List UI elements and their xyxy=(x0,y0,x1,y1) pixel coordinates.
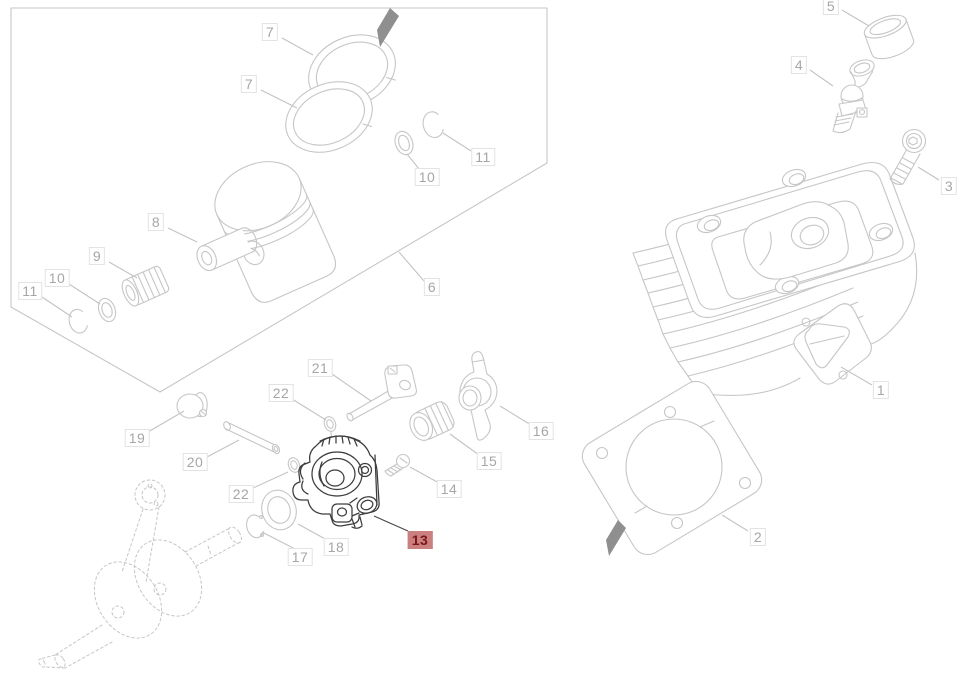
part-callout-21[interactable]: 21 xyxy=(307,359,333,377)
part-callout-17[interactable]: 17 xyxy=(287,548,313,566)
part-callout-22a[interactable]: 22 xyxy=(268,384,294,402)
leader-line-3 xyxy=(917,166,940,181)
screw-icon xyxy=(384,453,411,477)
part-callout-15[interactable]: 15 xyxy=(476,452,502,470)
bracket-plate-icon xyxy=(458,351,498,441)
part-callout-8[interactable]: 8 xyxy=(147,213,165,231)
decompression-valve-icon xyxy=(832,59,875,134)
part-callout-7a[interactable]: 7 xyxy=(261,23,279,41)
part-callout-9[interactable]: 9 xyxy=(88,247,106,265)
circlip-icon xyxy=(422,111,444,139)
leader-line-13 xyxy=(373,515,409,532)
part-callout-10a[interactable]: 10 xyxy=(414,168,440,186)
part-callout-16[interactable]: 16 xyxy=(528,422,554,440)
leader-line-1 xyxy=(840,366,873,386)
worm-shaft-icon xyxy=(346,364,417,422)
leader-line-17 xyxy=(261,531,296,550)
circlip-icon xyxy=(68,308,88,334)
pump-rod-icon xyxy=(223,421,281,455)
leader-line-16 xyxy=(499,405,532,426)
part-callout-13[interactable]: 13 xyxy=(407,531,433,549)
leader-line-5 xyxy=(841,9,870,27)
leader-line-22b xyxy=(252,471,289,489)
part-callout-11b[interactable]: 11 xyxy=(18,282,42,300)
leader-line-19 xyxy=(147,410,185,433)
needle-bearing-icon xyxy=(121,265,170,307)
o-ring-icon xyxy=(287,457,301,473)
leader-line-20 xyxy=(206,439,240,458)
circlip-icon xyxy=(246,514,265,539)
arrow-bottom xyxy=(606,520,626,556)
leader-line-2 xyxy=(721,514,749,532)
leader-line-7b xyxy=(260,89,298,109)
leader-line-9 xyxy=(108,261,138,279)
part-callout-14[interactable]: 14 xyxy=(436,480,462,498)
leader-line-18 xyxy=(297,523,328,541)
cylinder-icon xyxy=(665,161,918,346)
leader-line-14 xyxy=(409,466,440,484)
leader-line-11b xyxy=(41,296,73,318)
part-callout-1[interactable]: 1 xyxy=(872,381,890,399)
o-ring-icon xyxy=(323,416,337,432)
exhaust-flange-icon xyxy=(793,303,872,385)
leader-line-15 xyxy=(449,433,480,456)
part-callout-5[interactable]: 5 xyxy=(822,0,840,15)
washer-icon xyxy=(97,297,117,323)
part-callout-19[interactable]: 19 xyxy=(124,429,150,447)
arrow-top xyxy=(377,8,399,47)
part-callout-20[interactable]: 20 xyxy=(182,453,208,471)
part-callout-18[interactable]: 18 xyxy=(323,538,349,556)
piston-ring-icon xyxy=(285,34,397,153)
piston-group-frame xyxy=(10,7,548,393)
pump-drive-icon xyxy=(409,400,455,441)
part-callout-7b[interactable]: 7 xyxy=(240,75,258,93)
wrist-pin-icon xyxy=(196,227,258,272)
valve-cap-icon xyxy=(863,14,915,60)
leader-line-6 xyxy=(398,251,425,282)
leader-line-7a xyxy=(281,37,314,56)
leader-line-22a xyxy=(291,398,327,421)
leader-line-8 xyxy=(167,227,198,243)
oil-pump-body-icon xyxy=(292,435,380,529)
seal-washer-icon xyxy=(261,489,297,531)
leader-line-10a xyxy=(406,153,420,170)
part-callout-3[interactable]: 3 xyxy=(940,177,958,195)
part-callout-6[interactable]: 6 xyxy=(423,278,441,296)
cylinder-gasket-icon xyxy=(581,380,763,556)
washer-icon xyxy=(394,130,414,156)
leader-line-4 xyxy=(809,69,834,87)
part-callout-4[interactable]: 4 xyxy=(790,56,808,74)
leader-line-10b xyxy=(68,283,101,305)
plug-icon xyxy=(176,392,208,419)
part-callout-10b[interactable]: 10 xyxy=(44,269,70,287)
leader-line-11a xyxy=(442,132,472,152)
part-callout-22b[interactable]: 22 xyxy=(228,485,254,503)
part-callout-2[interactable]: 2 xyxy=(749,528,767,546)
leader-line-21 xyxy=(331,373,372,402)
cap-screw-icon xyxy=(889,128,927,185)
crankshaft-icon xyxy=(38,479,242,669)
part-callout-11a[interactable]: 11 xyxy=(471,148,495,166)
